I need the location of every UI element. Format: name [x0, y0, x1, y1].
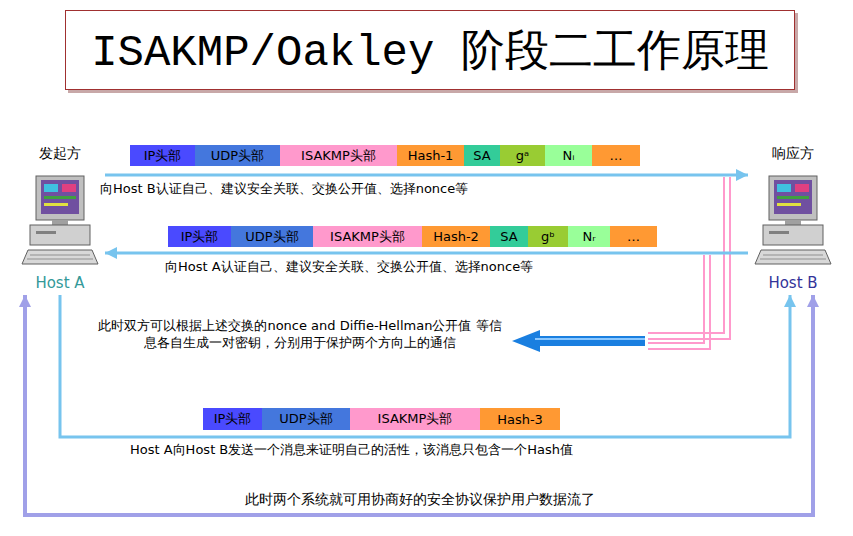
- role-label: 响应方: [772, 145, 814, 163]
- field-name: UDP头部: [211, 147, 264, 165]
- packet-field: ISAKMP头部: [280, 145, 397, 166]
- field-name: gᵇ: [541, 229, 555, 244]
- message-flow-arrow: [25, 295, 813, 515]
- host-computer: 发起方 Host A: [15, 145, 105, 295]
- packet-field: ISAKMP头部: [313, 226, 422, 247]
- packet-field: Hash-2: [422, 226, 490, 247]
- host-computer: 响应方 Host B: [748, 145, 838, 295]
- field-name: SA: [500, 229, 517, 244]
- note-text: 此时双方可以根据上述交换的nonce and Diffie-Hellman公开值…: [95, 318, 505, 352]
- field-name: IP头部: [214, 410, 252, 428]
- field-name: ISAKMP头部: [301, 147, 376, 165]
- role-label: 发起方: [39, 145, 81, 163]
- packet-field: UDP头部: [195, 145, 280, 166]
- message-caption: 向Host A认证自己、建议安全关联、交换公开值、选择nonce等: [165, 259, 533, 276]
- packet-field: SA: [490, 226, 528, 247]
- field-name: IP头部: [144, 147, 182, 165]
- field-name: UDP头部: [245, 228, 298, 246]
- field-name: Nᵣ: [582, 229, 595, 244]
- packet-field: Hash-3: [480, 408, 560, 430]
- computer-icon: [755, 176, 831, 264]
- blue-pointer-arrow: [512, 330, 645, 352]
- computer-icon: [22, 176, 98, 264]
- field-name: Nᵢ: [562, 148, 574, 163]
- field-name: Hash-3: [497, 412, 543, 427]
- field-name: IP头部: [181, 228, 219, 246]
- packet-field: Nᵣ: [568, 226, 610, 247]
- packet-field: gᵃ: [500, 145, 545, 166]
- packet-field: UDP头部: [262, 408, 350, 430]
- field-name: UDP头部: [279, 410, 332, 428]
- message-flow-arrow: [60, 295, 790, 437]
- field-name: ISAKMP头部: [330, 228, 405, 246]
- packet-field: gᵇ: [528, 226, 568, 247]
- summary-text: 此时两个系统就可用协商好的安全协议保护用户数据流了: [140, 490, 700, 508]
- host-name: Host B: [768, 274, 817, 292]
- message-caption: 向Host B认证自己、建议安全关联、交换公开值、选择nonce等: [100, 181, 468, 198]
- packet-field: IP头部: [130, 145, 195, 166]
- field-name: SA: [473, 148, 490, 163]
- title-box: ISAKMP/Oakley 阶段二工作原理: [65, 10, 795, 90]
- packet-field: …: [610, 226, 657, 247]
- packet-field: UDP头部: [231, 226, 313, 247]
- message-flow-arrow: [105, 174, 748, 177]
- field-name: …: [627, 229, 640, 244]
- packet-field: …: [592, 145, 640, 166]
- packet-field: SA: [464, 145, 500, 166]
- field-name: ISAKMP头部: [378, 410, 453, 428]
- message-flow-arrow: [105, 252, 748, 255]
- field-name: Hash-2: [433, 229, 479, 244]
- packet-field: ISAKMP头部: [350, 408, 480, 430]
- field-name: gᵃ: [516, 148, 529, 163]
- pink-leader: [648, 177, 730, 349]
- host-name: Host A: [35, 274, 84, 292]
- field-name: …: [610, 148, 623, 163]
- message-caption: Host A向Host B发送一个消息来证明自己的活性，该消息只包含一个Hash…: [130, 442, 573, 459]
- packet-field: IP头部: [168, 226, 231, 247]
- packet-field: IP头部: [203, 408, 262, 430]
- packet-field: Hash-1: [397, 145, 464, 166]
- packet-field: Nᵢ: [545, 145, 592, 166]
- field-name: Hash-1: [408, 148, 454, 163]
